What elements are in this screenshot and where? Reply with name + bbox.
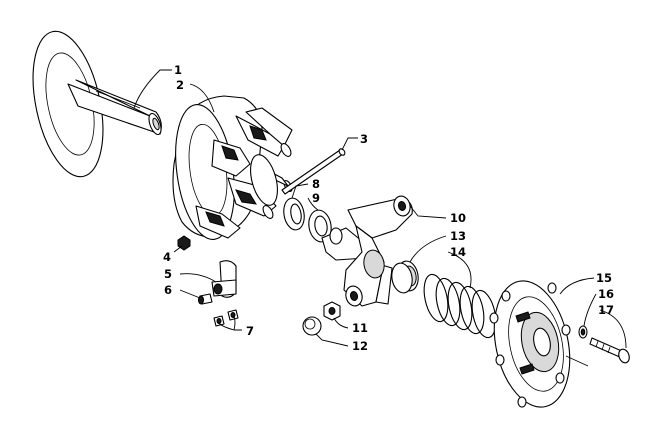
part-12-cap [302,316,322,336]
callout-5: 5 [164,267,172,281]
callout-7: 7 [246,324,254,338]
part-15-cover [489,280,589,408]
callout-12: 12 [352,339,368,353]
part-3-pin [281,148,346,195]
leader-lines [133,69,627,349]
part-16-washer [578,325,588,339]
part-9-washer [308,209,332,243]
part-10-spider [321,195,413,307]
callout-13: 13 [450,229,466,243]
callout-15: 15 [596,271,612,285]
callout-17: 17 [598,303,614,317]
callout-2: 2 [176,78,184,92]
callout-11: 11 [352,321,368,335]
part-2-moveable-sheave [172,95,293,241]
part-13-bushing [391,260,419,294]
callout-labels: 1 2 3 4 5 6 7 8 9 10 11 12 13 14 15 16 1… [163,63,614,353]
callout-8: 8 [312,177,320,191]
part-1-fixed-sheave [32,30,162,178]
callout-16: 16 [598,287,614,301]
part-11-nut [323,301,341,321]
callout-6: 6 [164,283,172,297]
callout-3: 3 [360,132,368,146]
part-17-screw [589,337,630,364]
part-5-arm [211,260,237,298]
callout-10: 10 [450,211,466,225]
callout-9: 9 [312,191,320,205]
part-6-pin [198,293,213,305]
callout-1: 1 [174,63,182,77]
part-8-bushing [283,197,305,231]
callout-14: 14 [450,245,466,259]
part-14-spring [423,273,497,339]
callout-4: 4 [163,250,171,264]
